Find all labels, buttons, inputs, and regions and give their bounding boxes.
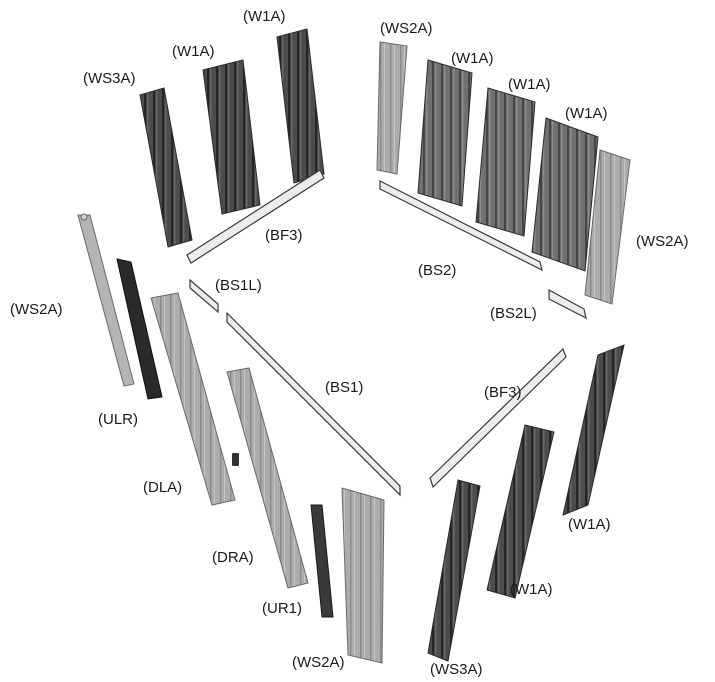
label-back-w1a-2: (W1A) bbox=[172, 43, 215, 60]
panel-w1a-back-1 bbox=[202, 59, 261, 215]
label-right-w1a-1: (W1A) bbox=[451, 50, 494, 67]
right-front-wall bbox=[427, 344, 625, 662]
label-front-ws2a: (WS2A) bbox=[292, 654, 345, 671]
label-dra: (DRA) bbox=[212, 549, 254, 566]
label-right-ws2a-back: (WS2A) bbox=[380, 20, 433, 37]
rail-ulr bbox=[116, 258, 163, 400]
base-rails bbox=[186, 169, 587, 497]
label-back-w1a-1: (W1A) bbox=[243, 8, 286, 25]
rail-bs2l bbox=[548, 288, 587, 320]
label-bf3-back: (BF3) bbox=[265, 227, 303, 244]
label-front-w1a-2: (W1A) bbox=[568, 516, 611, 533]
label-dla: (DLA) bbox=[143, 479, 182, 496]
door-dra bbox=[226, 367, 309, 589]
label-ur1: (UR1) bbox=[262, 600, 302, 617]
label-bs2: (BS2) bbox=[418, 262, 456, 279]
rail-bs1l bbox=[189, 278, 219, 314]
rail-ur1 bbox=[310, 504, 334, 618]
panel-w1a-right-1 bbox=[417, 59, 473, 207]
label-front-ws3a: (WS3A) bbox=[430, 661, 483, 678]
label-right-ws2a-front: (WS2A) bbox=[636, 233, 689, 250]
rail-bf3-front bbox=[429, 347, 567, 489]
label-right-w1a-3: (W1A) bbox=[565, 105, 608, 122]
label-ulr: (ULR) bbox=[98, 411, 138, 428]
label-back-ws3a: (WS3A) bbox=[83, 70, 136, 87]
label-bs2l: (BS2L) bbox=[490, 305, 537, 322]
panel-ws3a-front bbox=[427, 479, 481, 662]
label-bs1l: (BS1L) bbox=[215, 277, 262, 294]
right-wall bbox=[376, 41, 631, 305]
panel-ws3a-back bbox=[139, 87, 193, 248]
panel-w1a-front-2 bbox=[562, 344, 625, 516]
door-handle-icon bbox=[232, 453, 239, 466]
panel-ws2a-left-cap bbox=[80, 213, 88, 221]
front-left-wall bbox=[77, 213, 385, 664]
label-front-w1a-1: (W1A) bbox=[510, 581, 553, 598]
rail-bs2 bbox=[379, 180, 543, 272]
panel-w1a-right-3 bbox=[531, 117, 599, 272]
panel-ws2a-right-front bbox=[584, 149, 631, 305]
rail-bs1 bbox=[226, 311, 401, 497]
back-wall bbox=[139, 28, 325, 248]
panel-w1a-front-1 bbox=[486, 424, 555, 599]
panel-ws2a-right-back bbox=[376, 41, 408, 175]
panel-ws2a-front bbox=[341, 487, 385, 664]
labels: (W1A) (W1A) (WS3A) (BF3) (WS2A) (W1A) (W… bbox=[10, 8, 689, 678]
rail-bf3-back bbox=[186, 169, 325, 264]
label-right-w1a-2: (W1A) bbox=[508, 76, 551, 93]
label-left-ws2a: (WS2A) bbox=[10, 301, 63, 318]
label-bs1: (BS1) bbox=[325, 379, 363, 396]
panel-w1a-back-2 bbox=[276, 28, 325, 184]
label-bf3-front: (BF3) bbox=[484, 384, 522, 401]
door-dla bbox=[150, 292, 236, 506]
panel-w1a-right-2 bbox=[475, 87, 536, 237]
panel-ws2a-left bbox=[77, 214, 135, 387]
